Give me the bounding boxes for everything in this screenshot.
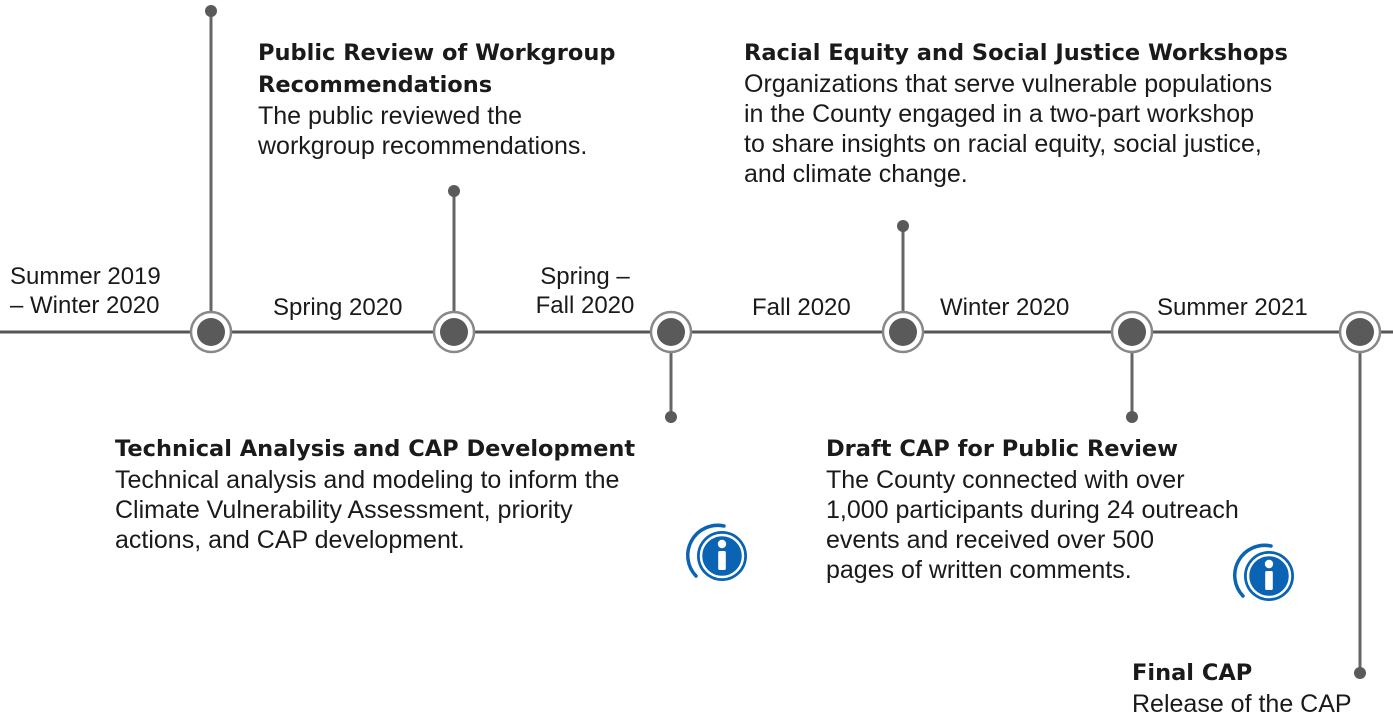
node-springfall2020 <box>649 310 693 354</box>
event-workshops-desc-4: and climate change. <box>744 160 968 188</box>
event-workshops-title: Racial Equity and Social Justice Worksho… <box>744 40 1288 66</box>
event-technical: Technical Analysis and CAP Development T… <box>115 433 635 555</box>
event-technical-desc-2: Climate Vulnerability Assessment, priori… <box>115 496 573 524</box>
event-workshops-desc-3: to share insights on racial equity, soci… <box>744 130 1262 158</box>
period-spring2020: Spring 2020 <box>273 293 402 322</box>
event-draft-desc-4: pages of written comments. <box>826 556 1132 584</box>
period-springfall2020-line1: Spring – <box>540 263 630 290</box>
period-summer2019: Summer 2019 – Winter 2020 <box>10 262 161 320</box>
node-fall2020 <box>881 310 925 354</box>
period-summer2021-line1: Summer 2021 <box>1157 294 1308 321</box>
period-winter2020-line1: Winter 2020 <box>940 294 1070 321</box>
event-final-desc-1: Release of the CAP <box>1132 690 1352 718</box>
event-public-review-desc-2: workgroup recommendations. <box>258 132 588 160</box>
stem-dot-summer2019 <box>205 5 217 17</box>
event-technical-desc-3: actions, and CAP development. <box>115 526 465 554</box>
info-icon <box>686 523 747 581</box>
node-winter2020 <box>1110 310 1154 354</box>
stem-dot-spring2020 <box>448 185 460 197</box>
node-spring2020 <box>432 310 476 354</box>
node-summer2021 <box>1338 310 1382 354</box>
stem-dot-summer2021 <box>1354 667 1366 679</box>
event-draft-desc-3: events and received over 500 <box>826 526 1154 554</box>
stem-dot-fall2020 <box>897 220 909 232</box>
period-fall2020: Fall 2020 <box>752 293 851 322</box>
event-technical-desc-1: Technical analysis and modeling to infor… <box>115 466 620 494</box>
period-spring2020-line1: Spring 2020 <box>273 294 403 321</box>
event-public-review-title-2: Recommendations <box>258 72 493 98</box>
event-final-title: Final CAP <box>1132 660 1253 686</box>
period-springfall2020: Spring – Fall 2020 <box>514 262 656 320</box>
event-draft-title: Draft CAP for Public Review <box>826 436 1178 462</box>
event-final: Final CAP Release of the CAP <box>1132 657 1352 719</box>
period-summer2019-line1: Summer 2019 <box>10 263 161 290</box>
event-technical-title: Technical Analysis and CAP Development <box>115 436 636 462</box>
period-summer2019-line2: – Winter 2020 <box>10 292 160 319</box>
info-icon <box>1233 543 1294 601</box>
period-winter2020: Winter 2020 <box>940 293 1069 322</box>
event-public-review-desc-1: The public reviewed the <box>258 102 523 130</box>
event-workshops-desc-2: in the County engaged in a two-part work… <box>744 100 1255 128</box>
info-button-technical[interactable] <box>684 518 756 590</box>
period-springfall2020-line2: Fall 2020 <box>535 292 635 319</box>
stem-dot-springfall2020 <box>665 411 677 423</box>
stem-dot-winter2020 <box>1126 411 1138 423</box>
period-fall2020-line1: Fall 2020 <box>752 294 851 321</box>
event-draft-desc-2: 1,000 participants during 24 outreach <box>826 496 1239 524</box>
event-workshops: Racial Equity and Social Justice Worksho… <box>744 37 1288 189</box>
event-draft-desc-1: The County connected with over <box>826 466 1185 494</box>
node-summer2019 <box>189 310 233 354</box>
event-public-review: Public Review of Workgroup Recommendatio… <box>258 37 615 161</box>
info-button-draft[interactable] <box>1231 538 1303 610</box>
event-workshops-desc-1: Organizations that serve vulnerable popu… <box>744 70 1273 98</box>
event-public-review-title-1: Public Review of Workgroup <box>258 40 616 66</box>
event-draft: Draft CAP for Public Review The County c… <box>826 433 1239 585</box>
period-summer2021: Summer 2021 <box>1157 293 1308 322</box>
